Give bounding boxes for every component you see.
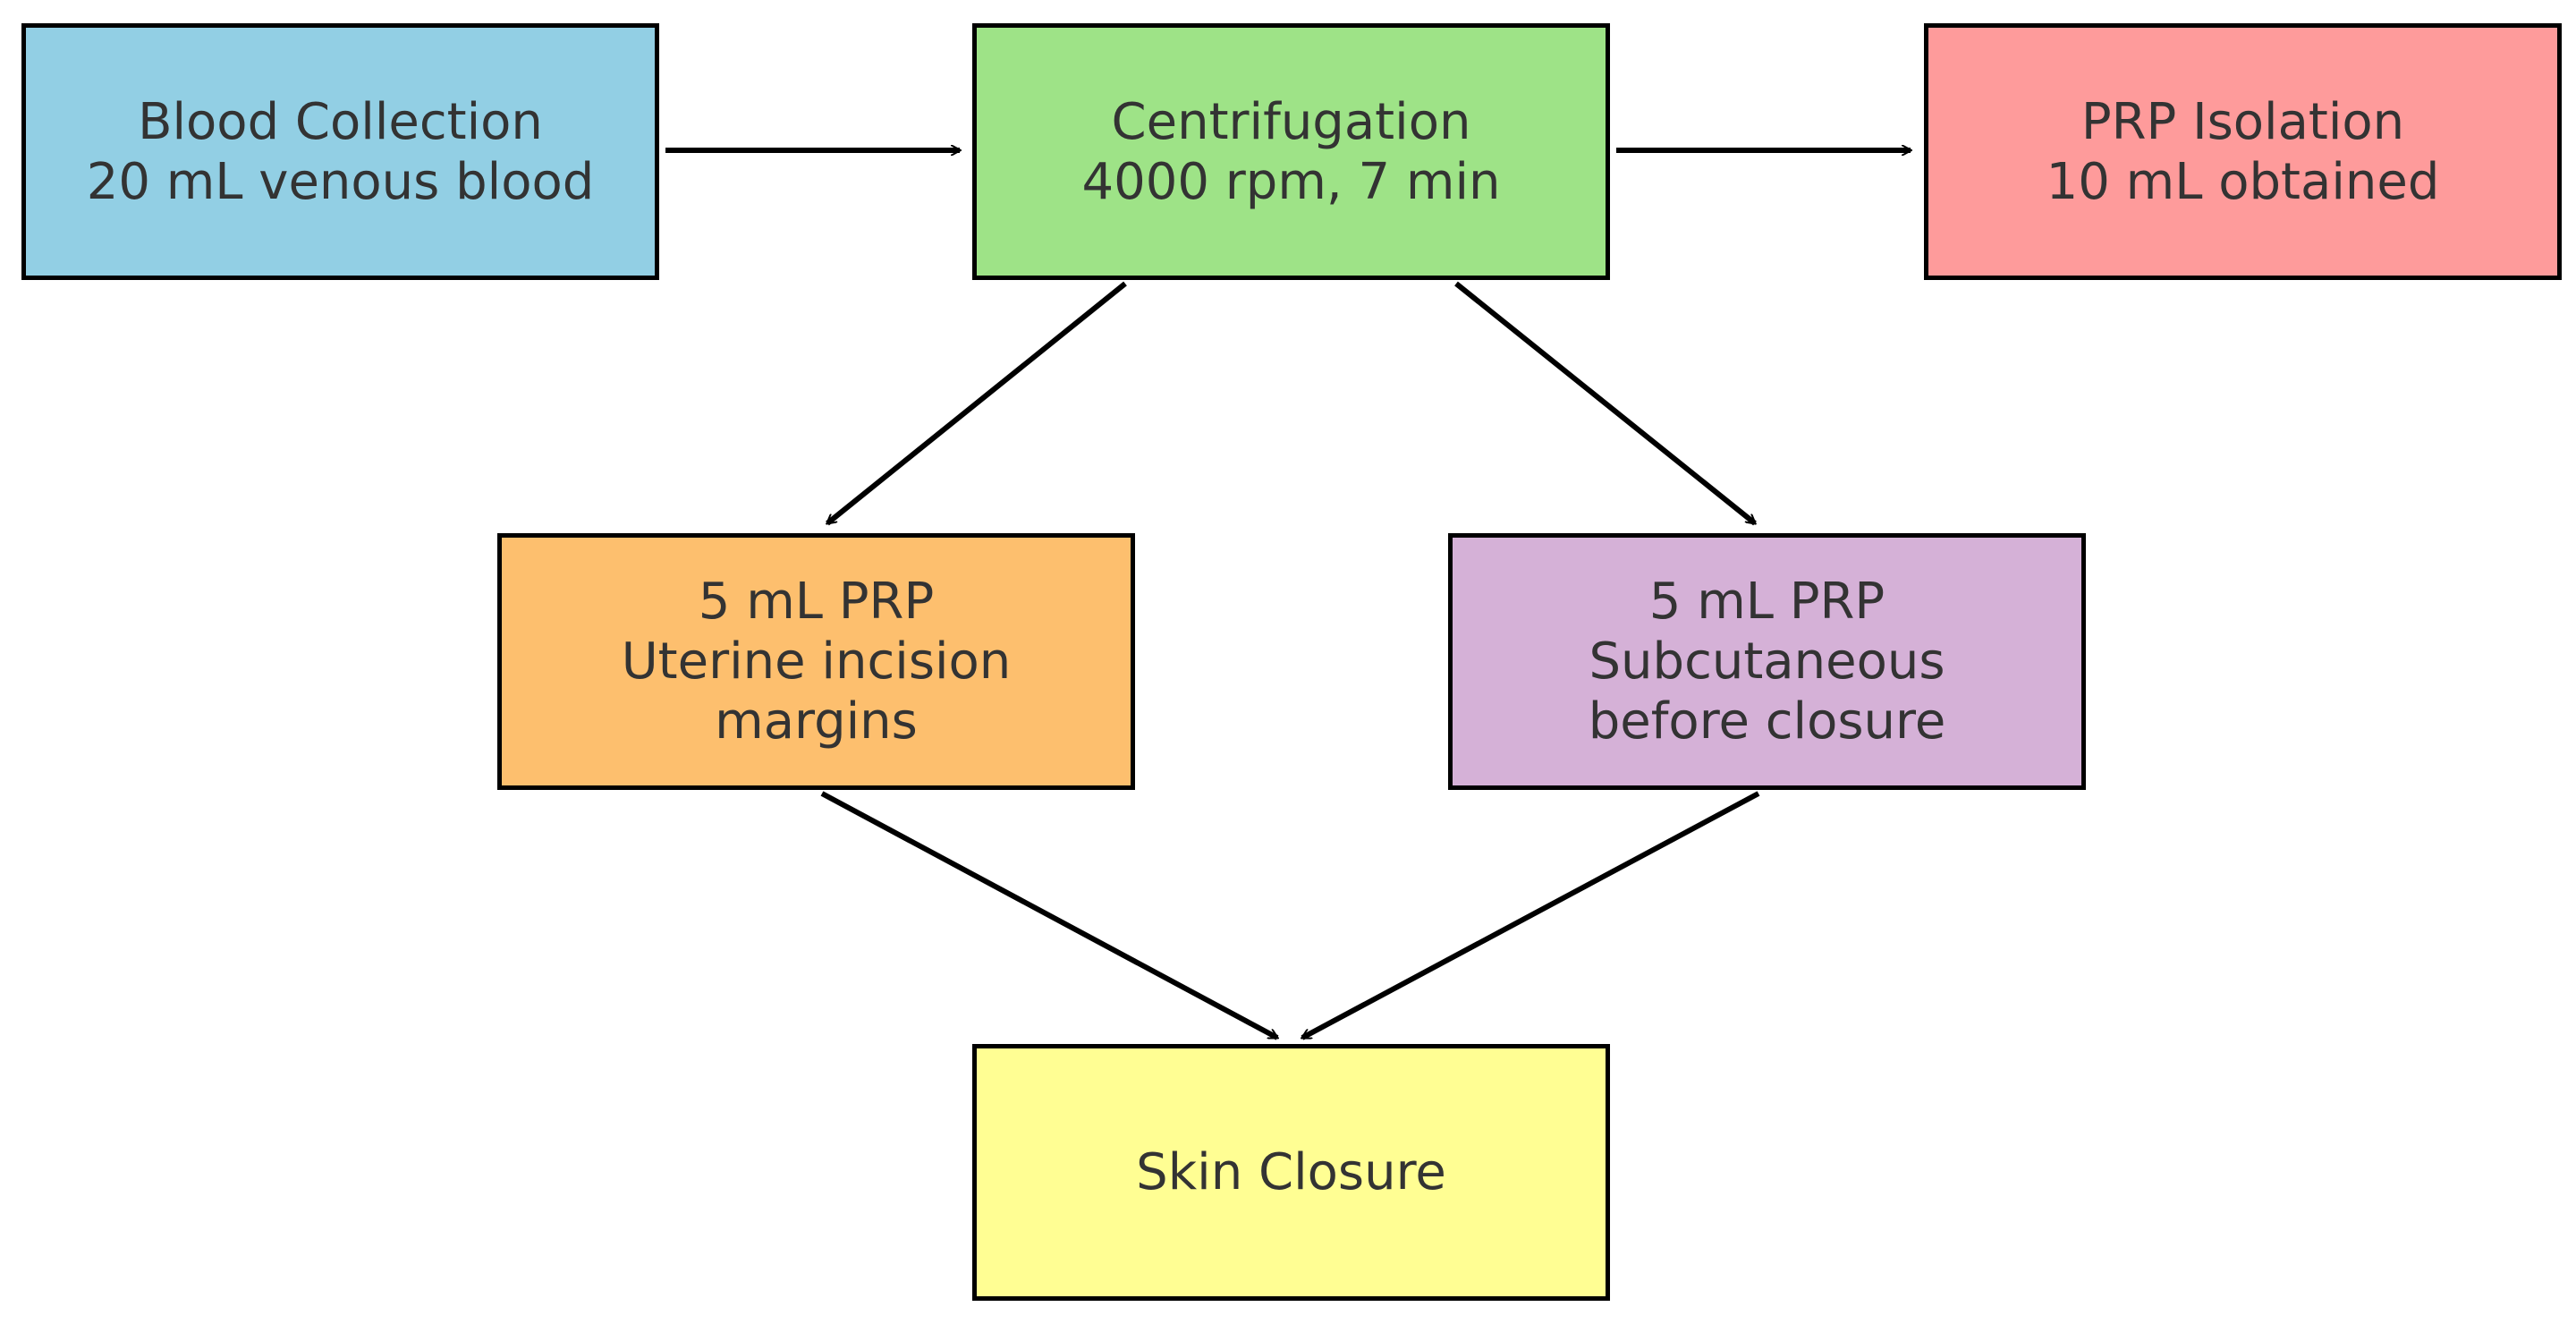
blood-collection-box: Blood Collection 20 mL venous blood xyxy=(21,23,659,280)
uterine-prp-box: 5 mL PRP Uterine incision margins xyxy=(497,533,1135,790)
skin-closure-label: Skin Closure xyxy=(1136,1143,1446,1201)
blood-collection-label: Blood Collection 20 mL venous blood xyxy=(86,92,595,211)
centrifugation-label: Centrifugation 4000 rpm, 7 min xyxy=(1081,92,1501,211)
uterine-prp-label: 5 mL PRP Uterine incision margins xyxy=(621,573,1012,751)
arrow-uterine-prp-to-skin-closure xyxy=(820,791,1277,1040)
subcutaneous-prp-label: 5 mL PRP Subcutaneous before closure xyxy=(1588,573,1946,751)
subcutaneous-prp-box: 5 mL PRP Subcutaneous before closure xyxy=(1448,533,2086,790)
centrifugation-box: Centrifugation 4000 rpm, 7 min xyxy=(972,23,1610,280)
prp-isolation-box: PRP Isolation 10 mL obtained xyxy=(1924,23,2562,280)
arrow-subcutaneous-prp-to-skin-closure xyxy=(1302,791,1760,1040)
skin-closure-box: Skin Closure xyxy=(972,1044,1610,1301)
arrow-centrifugation-to-subcutaneous-prp xyxy=(1454,281,1755,526)
arrow-centrifugation-to-uterine-prp xyxy=(827,281,1127,526)
prp-isolation-label: PRP Isolation 10 mL obtained xyxy=(2046,92,2440,211)
